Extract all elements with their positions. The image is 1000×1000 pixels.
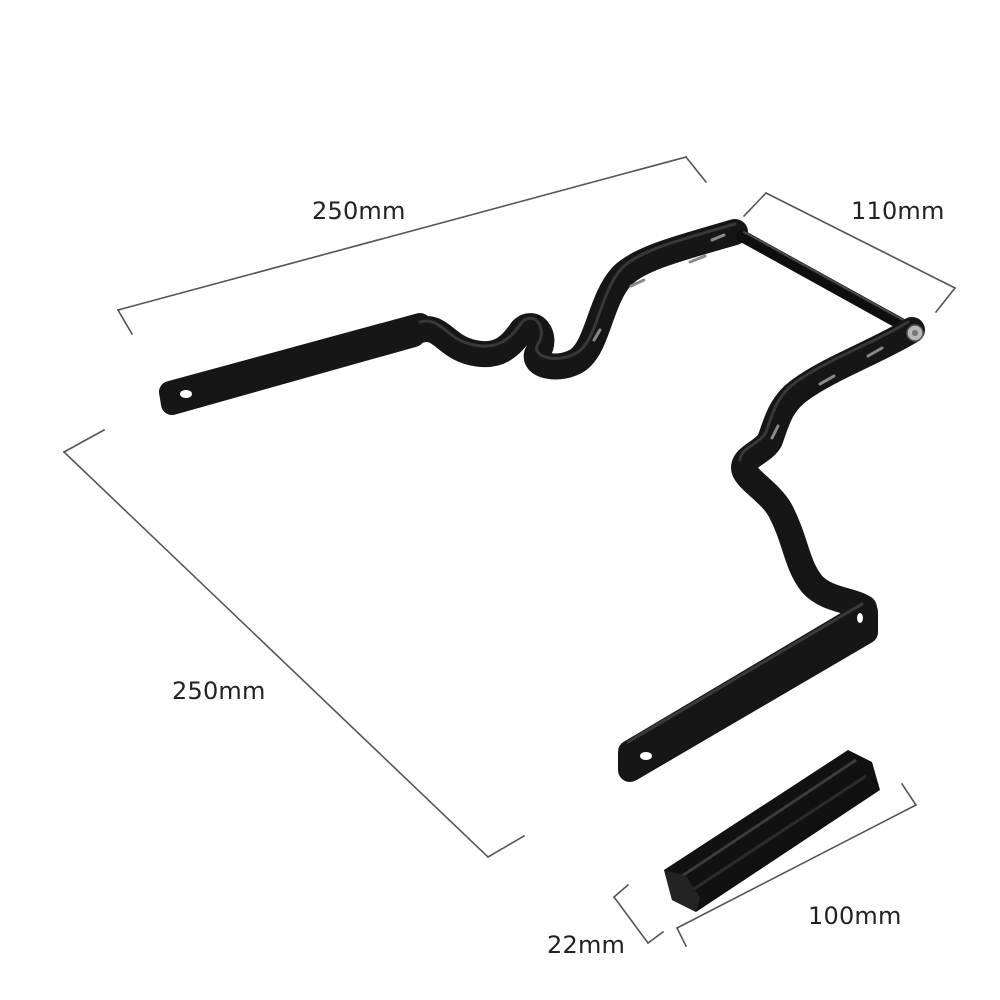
dimension-line-top-width bbox=[116, 155, 708, 336]
bolt-center bbox=[912, 330, 918, 336]
bracket-right-arm bbox=[731, 317, 925, 621]
dimension-label-rod-length: 100mm bbox=[808, 902, 902, 930]
rod-flute-2 bbox=[679, 774, 867, 900]
bracket-frame-tube bbox=[736, 230, 918, 336]
bracket-left-arm bbox=[159, 313, 431, 415]
dimension-line-left-length bbox=[62, 428, 526, 859]
dimension-line-right-depth bbox=[742, 191, 957, 314]
mount-hole-lower bbox=[640, 752, 652, 760]
rod-flute-1 bbox=[669, 758, 857, 886]
dimension-label-rod-diameter: 22mm bbox=[547, 931, 626, 959]
dimension-lines bbox=[62, 155, 957, 948]
bracket-right-arm-highlight bbox=[738, 320, 910, 462]
bracket-left-bend-highlight bbox=[418, 222, 737, 360]
bracket-frame-tube-highlight bbox=[743, 231, 913, 326]
dimension-line-rod-diameter bbox=[612, 883, 665, 945]
rod-end-cap bbox=[664, 870, 700, 912]
bracket-lower-arm-highlight bbox=[626, 602, 864, 744]
black-crossbar-rod bbox=[664, 750, 880, 912]
mount-hole-bend bbox=[857, 613, 863, 623]
dimension-label-top-width: 250mm bbox=[312, 197, 406, 225]
dimension-label-right-depth: 110mm bbox=[851, 197, 945, 225]
bracket-left-bend bbox=[407, 219, 748, 380]
bracket-lower-arm bbox=[618, 600, 878, 782]
bracket-slots bbox=[592, 233, 884, 440]
mount-hole-left bbox=[180, 390, 192, 398]
black-metal-bracket bbox=[159, 219, 925, 782]
dimension-line-rod-length bbox=[675, 782, 918, 948]
dimension-label-left-length: 250mm bbox=[172, 677, 266, 705]
